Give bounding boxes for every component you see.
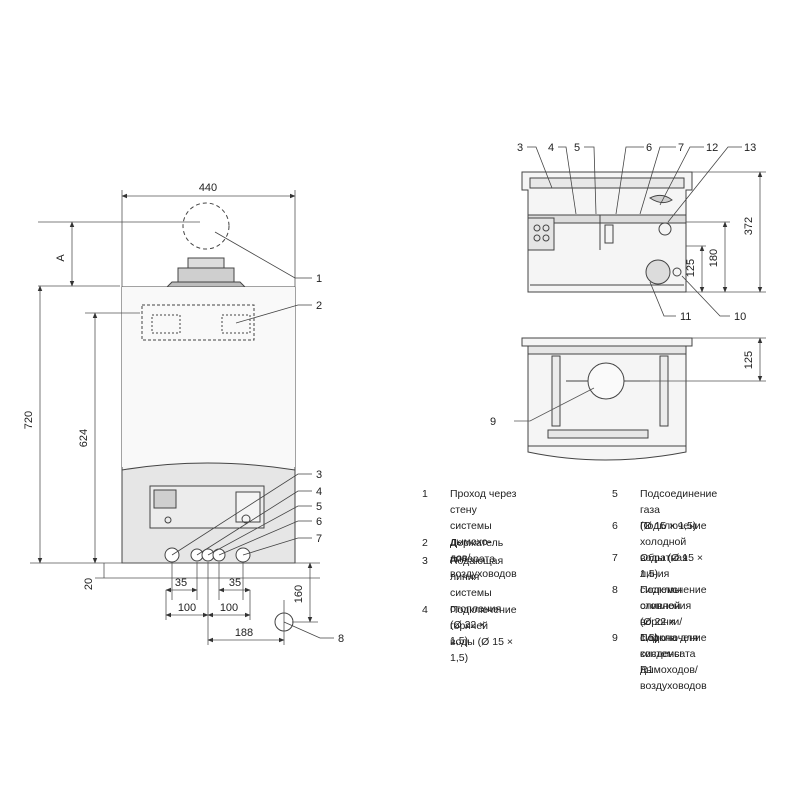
top-callout-6: 6 [646,142,652,154]
flue-adapter [187,257,225,269]
top-callout-10: 10 [734,311,746,323]
callout-8: 8 [338,633,344,645]
bottom-view [521,337,693,461]
front-view [121,202,296,632]
legend-number: 6 [612,520,618,532]
legend-text: Подающая линия системы отопления (Ø 22 ×… [450,555,504,647]
dim-720: 720 [23,411,35,429]
legend-number: 8 [612,584,618,596]
legend-text: Подключение сливной воронки/сифона для к… [640,584,707,676]
top-view-leaders [527,146,742,317]
bottom-view-flue [587,362,625,400]
dim-100-left: 100 [178,602,196,614]
top-view-flue-socket [645,259,671,285]
top-callout-7: 7 [678,142,684,154]
mounting-bracket [141,304,255,341]
dim-125-bottom: 125 [743,351,755,369]
top-view [521,171,693,293]
legend-text: Подключение холодной воды (Ø 15 × 1,5) [640,520,707,580]
legend-number: 4 [422,604,428,616]
flue-circle [182,202,230,250]
legend-item-8: 8 Подключение сливной воронки/сифона для… [612,582,707,678]
legend-item-9: 9 Подключение системы дымоходов/воздухов… [612,630,707,694]
legend-text: Держатель аппарата [450,537,504,565]
dim-160: 160 [293,585,305,603]
legend-number: 5 [612,488,618,500]
callout-6: 6 [316,516,322,528]
dim-35-left: 35 [175,577,187,589]
legend-text: Подключение горячей воды (Ø 15 × 1,5) [450,604,517,664]
dim-125-top: 125 [685,259,697,277]
callout-4: 4 [316,486,322,498]
dim-a: A [55,254,67,262]
dim-35-right: 35 [229,577,241,589]
top-callout-4: 4 [548,142,554,154]
legend-number: 3 [422,555,428,567]
legend-item-1: 1 Проход через стену системы дымохо- дов… [422,486,517,582]
top-callout-5: 5 [574,142,580,154]
callout-1: 1 [316,273,322,285]
front-view-dimensions [30,190,320,645]
legend-item-5: 5 Подсоединение газа (Ø 15 × 1,5) [612,486,717,534]
legend-item-3: 3 Подающая линия системы отопления (Ø 22… [422,553,503,649]
legend-number: 9 [612,632,618,644]
top-callout-13: 13 [744,142,756,154]
dim-100-right: 100 [220,602,238,614]
dim-180: 180 [708,249,720,267]
legend-number: 2 [422,537,428,549]
top-callout-3: 3 [517,142,523,154]
legend-item-7: 7 Обратная линия системы отопления (Ø 22… [612,550,691,646]
legend-text: Проход через стену системы дымохо- дов/в… [450,488,517,580]
callout-5: 5 [316,501,322,513]
legend-text: Обратная линия системы отопления (Ø 22 ×… [640,552,692,644]
bottom-callout-9: 9 [490,416,496,428]
dim-188: 188 [235,627,253,639]
dim-624: 624 [78,429,90,447]
legend-item-6: 6 Подключение холодной воды (Ø 15 × 1,5) [612,518,707,582]
front-view-leaders [171,231,334,639]
legend-item-2: 2 Держатель аппарата [422,535,503,567]
legend-item-4: 4 Подключение горячей воды (Ø 15 × 1,5) [422,602,517,666]
dim-372: 372 [743,217,755,235]
bottom-view-dimensions [514,337,766,422]
legend-number: 1 [422,488,428,500]
legend-number: 7 [612,552,618,564]
legend-text: Подключение системы дымоходов/воздуховод… [640,632,707,692]
top-callout-11: 11 [680,311,691,323]
dim-20: 20 [83,578,95,590]
callout-3: 3 [316,469,322,481]
callout-7: 7 [316,533,322,545]
dim-440: 440 [199,182,217,194]
top-view-dimensions [686,171,766,293]
top-view-manifold [527,217,555,251]
legend-text: Подсоединение газа (Ø 15 × 1,5) [640,488,718,532]
callout-2: 2 [316,300,322,312]
top-callout-12: 12 [706,142,718,154]
